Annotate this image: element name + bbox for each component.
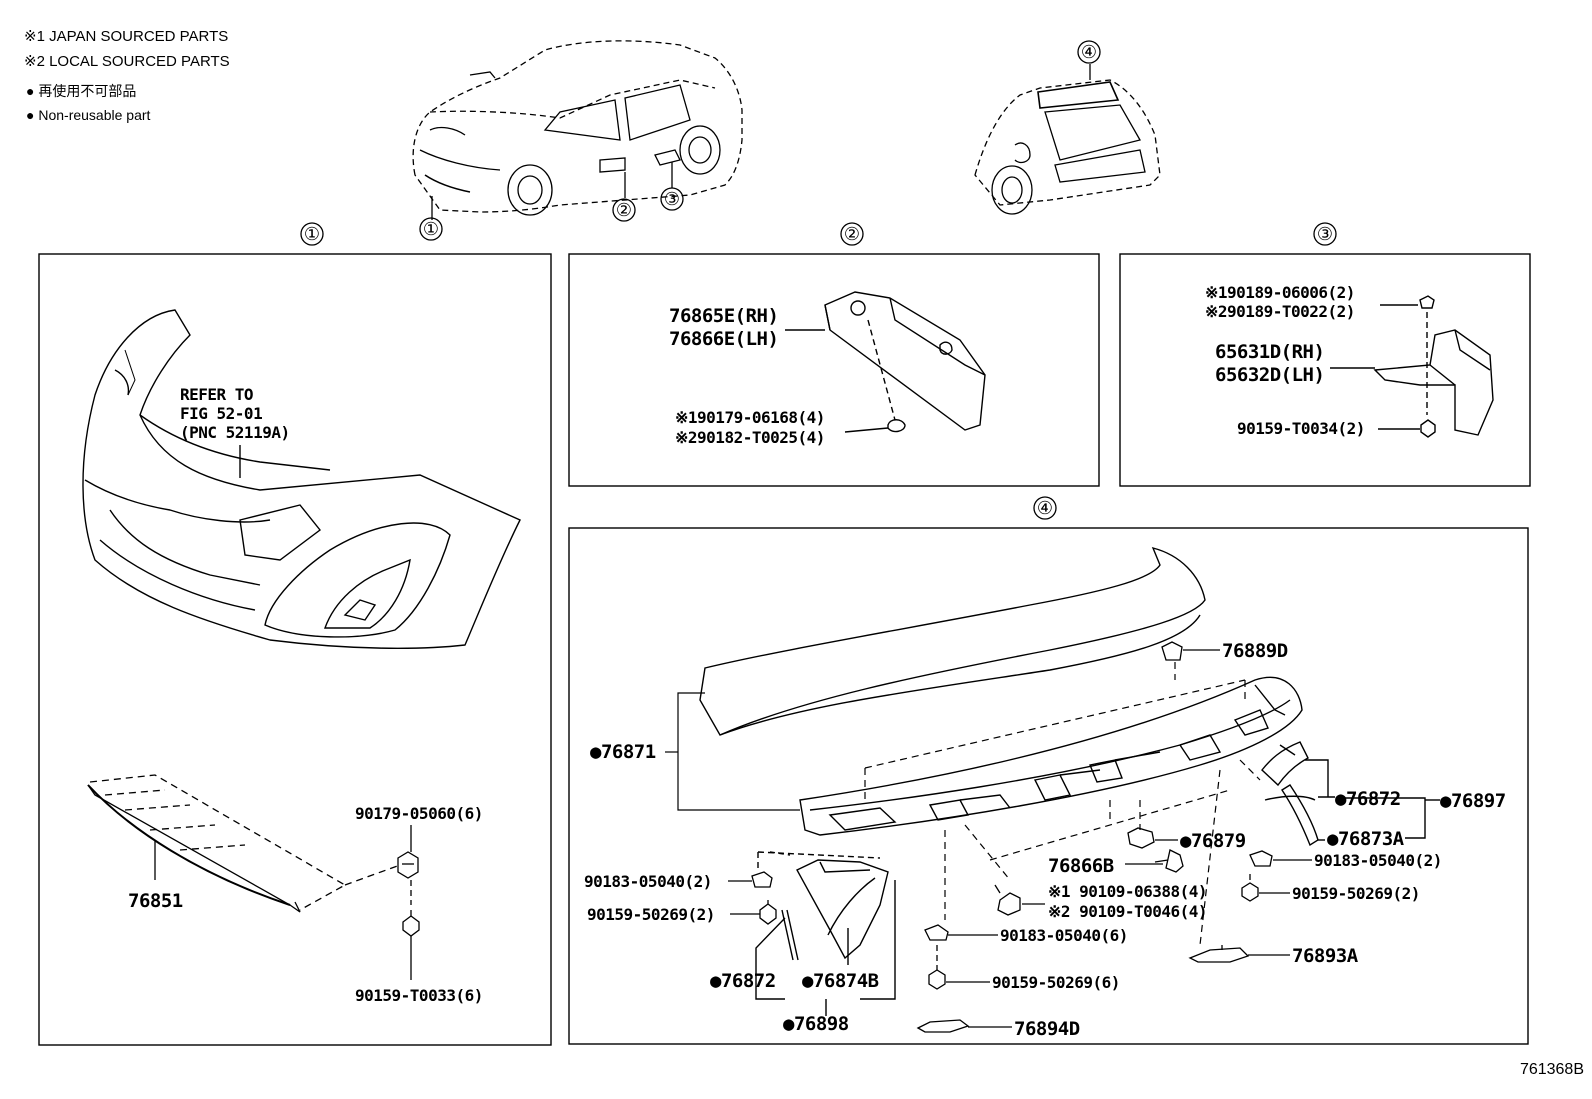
part-76851: 76851: [128, 890, 183, 912]
section-4-number: ④: [1037, 498, 1053, 519]
screw-90159-right: [1241, 874, 1290, 902]
screw-90109: [994, 884, 1045, 916]
part-90109-T0046: ※2 90109-T0046(4): [1048, 902, 1207, 921]
section-3-number: ③: [1317, 224, 1333, 245]
rear-spoiler-base: [799, 676, 1303, 836]
callout-1-overview: ①: [423, 219, 439, 240]
clip-90183-center: [924, 924, 998, 941]
rear-overview-callout: ④: [1077, 40, 1101, 64]
part-90182-T0025: ※290182-T0025(4): [675, 428, 825, 447]
screw-90159-center: [928, 945, 990, 990]
part-90183-05040-right: 90183-05040(2): [1314, 851, 1442, 870]
side-piece-left: [755, 851, 896, 1016]
legend-non-reusable-jp: ● 再使用不可部品: [26, 83, 136, 99]
callout-2-overview: ②: [616, 200, 632, 221]
legend-japan-sourced: ※1 JAPAN SOURCED PARTS: [24, 28, 228, 45]
lower-spoiler-76851: [87, 774, 401, 913]
part-76873A: ●76873A: [1327, 828, 1405, 850]
part-90159-50269-center: 90159-50269(6): [992, 973, 1120, 992]
part-90159-T0034: 90159-T0034(2): [1237, 419, 1365, 438]
part-76866B: 76866B: [1048, 855, 1114, 877]
part-76897: ●76897: [1440, 790, 1506, 812]
callout-3-overview: ③: [664, 189, 680, 210]
part-76889D: 76889D: [1222, 640, 1288, 662]
part-76879: ●76879: [1180, 830, 1246, 852]
part-76898: ●76898: [783, 1013, 849, 1035]
mudguard-bracket: [1330, 295, 1494, 438]
figure-id: 761368B: [1520, 1061, 1584, 1078]
part-90179-05060: 90179-05060(6): [355, 804, 483, 823]
rear-vehicle-overview: [974, 64, 1161, 215]
section-2-number: ②: [844, 224, 860, 245]
screw-90159-left: [730, 900, 777, 925]
refer-note-line2: FIG 52-01: [180, 404, 262, 423]
clip-90183-left: [728, 871, 773, 888]
part-90189-T0022: ※290189-T0022(2): [1205, 302, 1355, 321]
part-90109-06388: ※1 90109-06388(4): [1048, 882, 1207, 901]
part-76893A: 76893A: [1292, 945, 1359, 967]
part-76871: ●76871: [590, 741, 656, 763]
leader-76871: [665, 692, 800, 811]
part-76874B: ●76874B: [802, 970, 879, 992]
clip-76889D: [1161, 641, 1220, 661]
section-1-number: ①: [304, 224, 320, 245]
part-76866E-LH: 76866E(LH): [669, 328, 778, 350]
bolt-76866B: [1125, 849, 1184, 873]
part-90183-05040-center: 90183-05040(6): [1000, 926, 1128, 945]
part-shape-76893A: [1188, 945, 1290, 963]
part-65632D-LH: 65632D(LH): [1215, 364, 1324, 386]
part-90183-05040-left: 90183-05040(2): [584, 872, 712, 891]
rocker-bracket: [785, 291, 986, 433]
legend-non-reusable-en: ● Non-reusable part: [26, 107, 151, 123]
callout-4-overview: ④: [1081, 42, 1097, 63]
front-overview-callouts: ① ② ③: [419, 187, 684, 241]
section-4: ④ ●76871: [568, 496, 1529, 1045]
section-3: ③ ※190189-06006(2) ※290189-T0022(2) 6563…: [1119, 222, 1531, 487]
legend-local-sourced: ※2 LOCAL SOURCED PARTS: [24, 53, 230, 70]
bolt-76879: [1127, 827, 1178, 849]
rear-spoiler-upper: [699, 546, 1206, 736]
part-90159-50269-right: 90159-50269(2): [1292, 884, 1420, 903]
part-90159-50269-left: 90159-50269(2): [587, 905, 715, 924]
refer-note-line1: REFER TO: [180, 385, 253, 404]
part-76894D: 76894D: [1014, 1018, 1080, 1040]
part-90179-06168: ※190179-06168(4): [675, 408, 825, 427]
section-1: ① REFER TO FIG 52-01 (PNC 52119A): [38, 222, 552, 1046]
clip-90183-right: [1249, 850, 1312, 867]
section-4-frame: [568, 527, 1529, 1045]
part-76865E-RH: 76865E(RH): [669, 305, 778, 327]
part-65631D-RH: 65631D(RH): [1215, 341, 1324, 363]
refer-note-line3: (PNC 52119A): [180, 423, 290, 442]
spoiler-projection-lines: [864, 662, 1261, 946]
part-90159-T0033: 90159-T0033(6): [355, 986, 483, 1005]
part-76872-right: ●76872: [1335, 788, 1401, 810]
front-vehicle-overview: [412, 40, 743, 220]
section-3-frame: [1119, 253, 1531, 487]
side-piece-right: [1261, 741, 1440, 847]
section-2-frame: [568, 253, 1100, 487]
section-1-frame: [38, 253, 552, 1046]
part-76872-left: ●76872: [710, 970, 776, 992]
part-90189-06006: ※190189-06006(2): [1205, 283, 1355, 302]
section-2: ② 76865E(RH) 76866E(LH) ※190179-06168(4)…: [568, 222, 1100, 487]
clip-and-screw-s1: [397, 825, 420, 980]
part-shape-76894D: [916, 1019, 1012, 1033]
legend: ※1 JAPAN SOURCED PARTS ※2 LOCAL SOURCED …: [24, 28, 230, 123]
front-bumper-cover: [82, 309, 521, 649]
